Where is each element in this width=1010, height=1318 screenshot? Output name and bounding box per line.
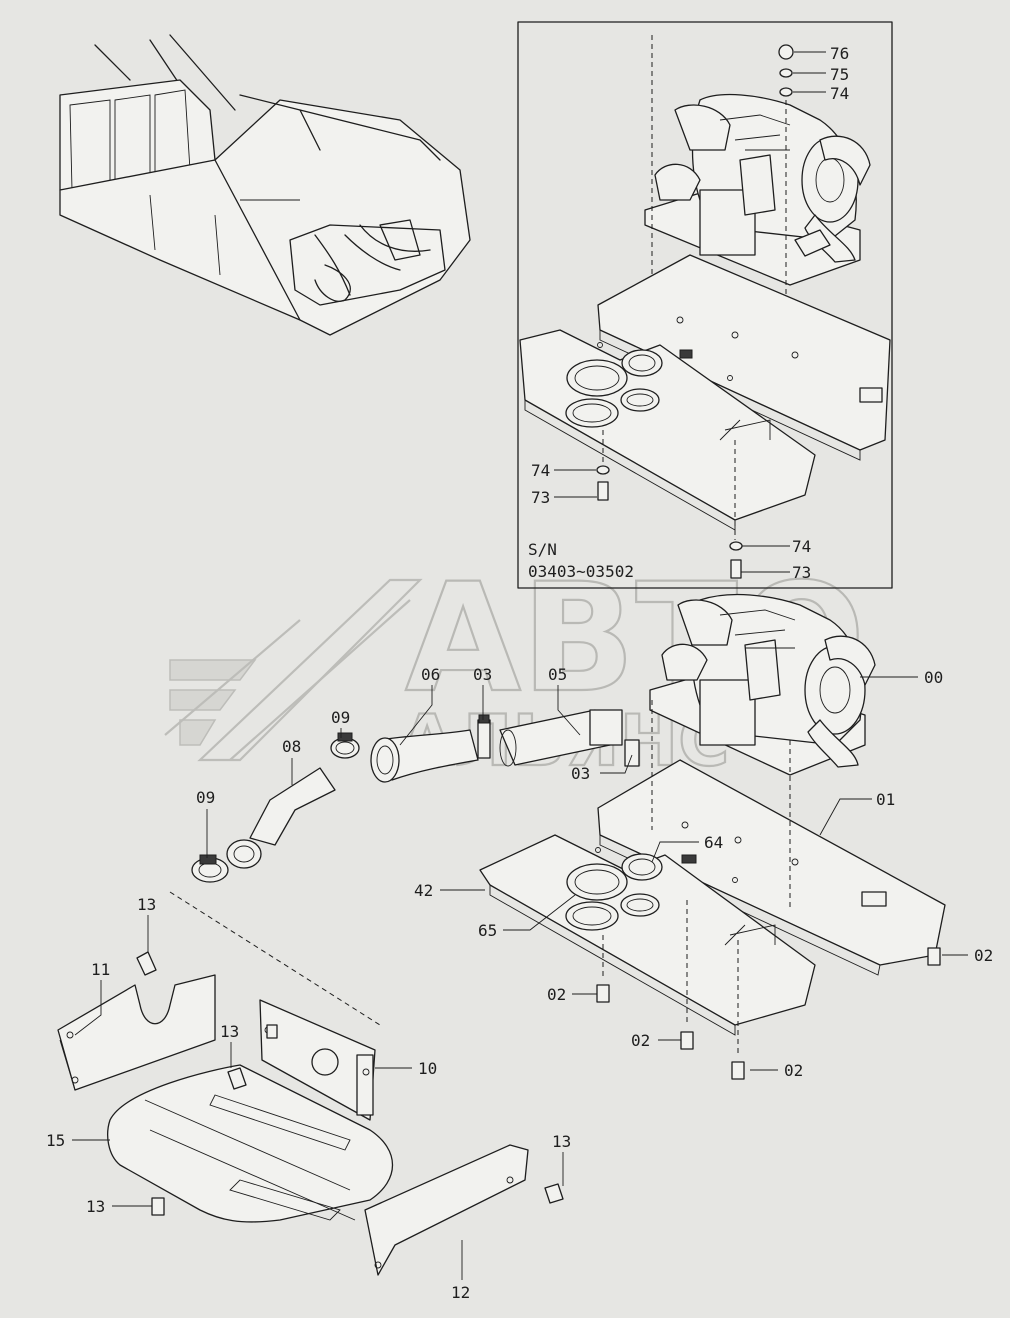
callout-64: 64 [704,833,723,852]
bolt-02-d [927,947,941,966]
callout-13-top: 13 [137,895,156,914]
bolt-02-b [680,1031,694,1050]
callout-00: 00 [924,668,943,687]
washer-74-inset [779,87,793,97]
bolt-13-d [544,1183,564,1204]
callout-10: 10 [418,1059,437,1078]
callout-05: 05 [548,665,567,684]
cover-axis [169,891,381,1026]
callout-03-mid: 03 [571,764,590,783]
leader-lines [72,51,968,1280]
callout-02-c: 02 [784,1061,803,1080]
callout-73-inset-bottom: 73 [792,563,811,582]
washer-74-inset-low [596,465,610,475]
callout-02-a: 02 [547,985,566,1004]
inset-ring-large [566,359,628,397]
washer-74-inset-bottom [729,541,743,551]
inset-heater-unit [644,93,871,286]
clamp-03 [477,714,491,759]
cover-10 [259,999,376,1121]
inset-frame [517,21,893,589]
callout-01: 01 [876,790,895,809]
callout-74-top: 74 [830,84,849,103]
callout-02-b: 02 [631,1031,650,1050]
bolt-10-stud [266,1024,278,1039]
serial-note-line1: S/N [528,540,557,559]
callout-13-mid: 13 [220,1022,239,1041]
callout-12: 12 [451,1283,470,1302]
clamp-09-lower [191,854,229,883]
bolt-02-a [596,984,610,1003]
callout-76: 76 [830,44,849,63]
nut-76-inset [778,44,794,60]
callout-06: 06 [421,665,440,684]
heater-unit-00 [624,593,876,776]
washer-75-inset [779,68,793,78]
callout-02-d: 02 [974,946,993,965]
callout-13-right: 13 [552,1132,571,1151]
callout-09-upper: 09 [331,708,350,727]
callout-75: 75 [830,65,849,84]
callout-15: 15 [46,1131,65,1150]
cover-15 [107,1064,393,1223]
ring-64 [621,853,663,881]
ring-65-large [566,863,628,901]
cover-12 [364,1144,529,1276]
bolt-13-a [136,951,157,976]
hose-05 [499,709,623,767]
bolt-13-b [227,1067,247,1090]
hose-06 [370,729,479,783]
clamp-09-upper [330,732,360,759]
serial-note-line2: 03403~03502 [528,562,634,581]
callout-42: 42 [414,881,433,900]
callout-13-bottom-left: 13 [86,1197,105,1216]
watermark-logo [164,578,423,762]
cover-11 [57,974,216,1091]
bolt-73-inset-bottom [730,559,742,579]
callout-08: 08 [282,737,301,756]
bolt-13-c [151,1197,165,1216]
callout-74-inset-left: 74 [531,461,550,480]
callout-09-lower: 09 [196,788,215,807]
excavator-overview [59,34,471,336]
bolt-02-c [731,1061,745,1080]
hose-08 [226,767,336,869]
callout-11: 11 [91,960,110,979]
callout-74-inset-bottom: 74 [792,537,811,556]
bolt-73-inset [597,481,609,501]
callout-73-inset-left: 73 [531,488,550,507]
callout-65: 65 [478,921,497,940]
callout-03-top: 03 [473,665,492,684]
